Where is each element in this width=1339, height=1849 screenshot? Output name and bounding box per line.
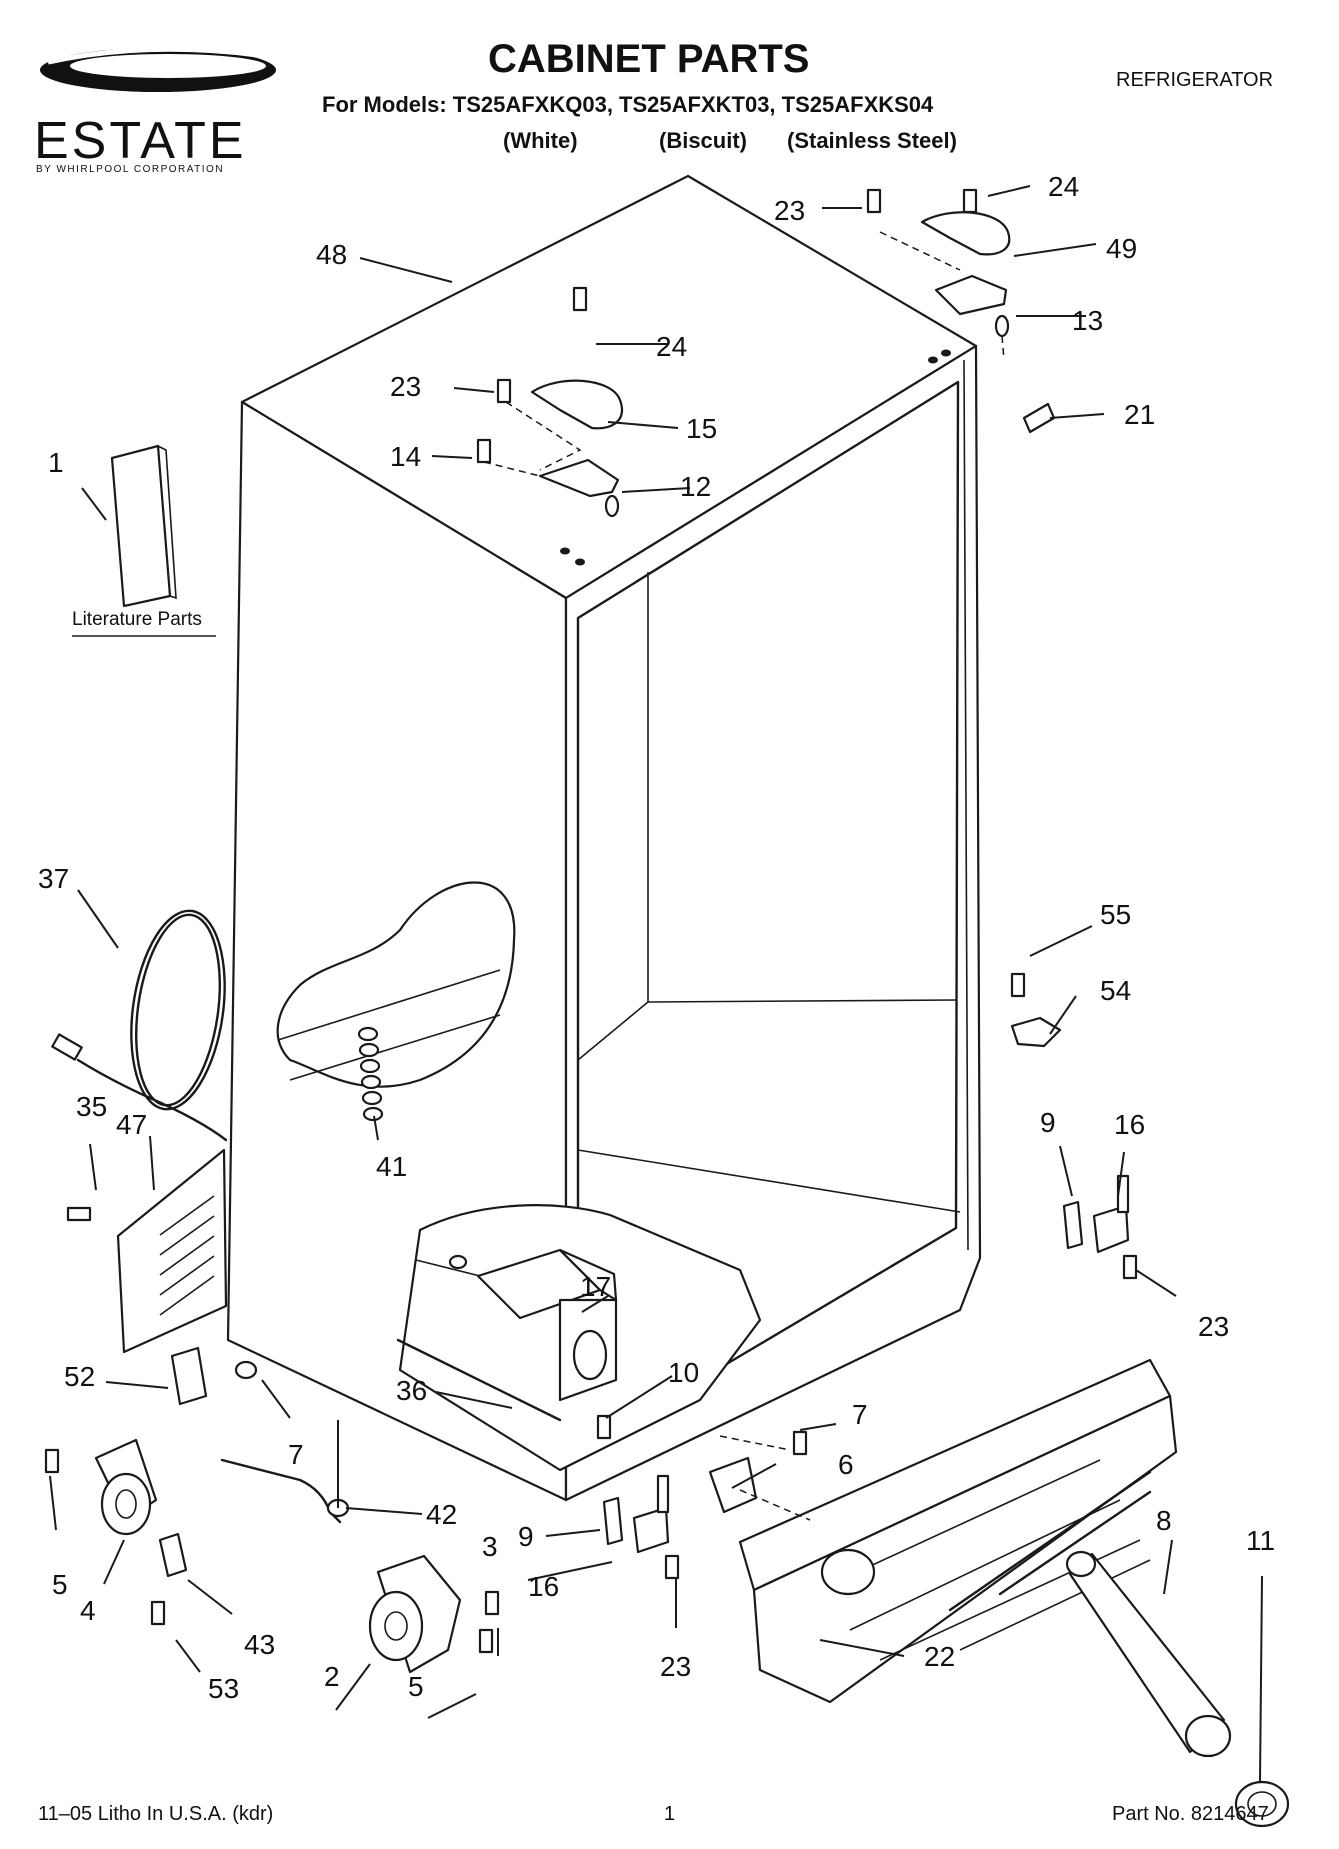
brand-tagline: BY WHIRLPOOL CORPORATION	[36, 164, 224, 175]
callout-3: 3	[482, 1531, 498, 1562]
callout-23b: 23	[1198, 1311, 1229, 1342]
callout-37: 37	[38, 863, 69, 894]
callout-11: 11	[1246, 1525, 1275, 1556]
callout-48: 48	[316, 239, 347, 270]
callout-43: 43	[244, 1629, 275, 1660]
drain-tube	[357, 1026, 384, 1122]
litho-note: 11–05 Litho In U.S.A. (kdr)	[38, 1803, 273, 1825]
callout-41: 41	[376, 1151, 407, 1182]
hardware-bits	[44, 188, 1138, 1654]
power-cord	[51, 909, 228, 1142]
page-title: CABINET PARTS	[488, 37, 809, 81]
color-white: (White)	[503, 128, 578, 153]
callout-16a: 16	[1114, 1109, 1145, 1140]
callout-55: 55	[1100, 899, 1131, 930]
callout-16b: 16	[528, 1571, 559, 1602]
callout-7a: 7	[288, 1439, 304, 1470]
callout-1: 1	[48, 447, 64, 478]
callout-23c: 23	[660, 1651, 691, 1682]
callout-15: 15	[686, 413, 717, 444]
leader-lines	[49, 185, 1263, 1783]
literature-manual: Literature Parts	[72, 444, 216, 637]
callout-9b: 9	[518, 1521, 534, 1552]
rear-roller	[94, 1438, 158, 1536]
callout-49: 49	[1106, 233, 1137, 264]
callout-numbers: 48 1 37 35 47 52 7 5 4 43 53 2 5 3 42 9 …	[38, 171, 1275, 1704]
callout-17: 17	[580, 1271, 611, 1302]
water-filter	[1065, 1550, 1232, 1758]
filter-cap	[1234, 1780, 1290, 1828]
models-line: For Models: TS25AFXKQ03, TS25AFXKT03, TS…	[322, 92, 934, 117]
callout-4: 4	[80, 1595, 96, 1626]
rear-cutaway	[276, 881, 516, 1122]
callout-7b: 7	[852, 1399, 868, 1430]
callout-35: 35	[76, 1091, 107, 1122]
callout-54: 54	[1100, 975, 1131, 1006]
callout-5b: 5	[408, 1671, 424, 1702]
callout-42: 42	[426, 1499, 457, 1530]
callout-23a: 23	[390, 371, 421, 402]
brand-name: ESTATE	[34, 112, 247, 170]
callout-52: 52	[64, 1361, 95, 1392]
evaporator-fan-housing	[415, 1248, 618, 1402]
callout-10: 10	[668, 1357, 699, 1388]
part-number: Part No. 8214647	[1112, 1803, 1269, 1825]
water-tube	[220, 1420, 350, 1524]
callout-2: 2	[324, 1661, 340, 1692]
front-grille	[738, 1358, 1178, 1704]
callout-24b: 24	[1048, 171, 1079, 202]
callout-53: 53	[208, 1673, 239, 1704]
callout-13: 13	[1072, 305, 1103, 336]
callout-36: 36	[396, 1375, 427, 1406]
rear-access-panel	[116, 1148, 228, 1354]
assembly-guides	[483, 231, 1005, 1521]
callout-6: 6	[838, 1449, 854, 1480]
callout-9a: 9	[1040, 1107, 1056, 1138]
callout-5a: 5	[52, 1569, 68, 1600]
callout-47: 47	[116, 1109, 147, 1140]
callout-14: 14	[390, 441, 421, 472]
page-number: 1	[664, 1803, 675, 1825]
color-stainless: (Stainless Steel)	[787, 128, 957, 153]
appliance-type: REFRIGERATOR	[1116, 69, 1273, 91]
callout-12: 12	[680, 471, 711, 502]
callout-23d: 23	[774, 195, 805, 226]
literature-label: Literature Parts	[72, 609, 202, 630]
color-biscuit: (Biscuit)	[659, 128, 747, 153]
front-roller	[368, 1554, 462, 1674]
callout-21: 21	[1124, 399, 1155, 430]
callout-22: 22	[924, 1641, 955, 1672]
callout-8: 8	[1156, 1505, 1172, 1536]
callout-24a: 24	[656, 331, 687, 362]
estate-logo: ESTATE BY WHIRLPOOL CORPORATION	[34, 46, 276, 175]
